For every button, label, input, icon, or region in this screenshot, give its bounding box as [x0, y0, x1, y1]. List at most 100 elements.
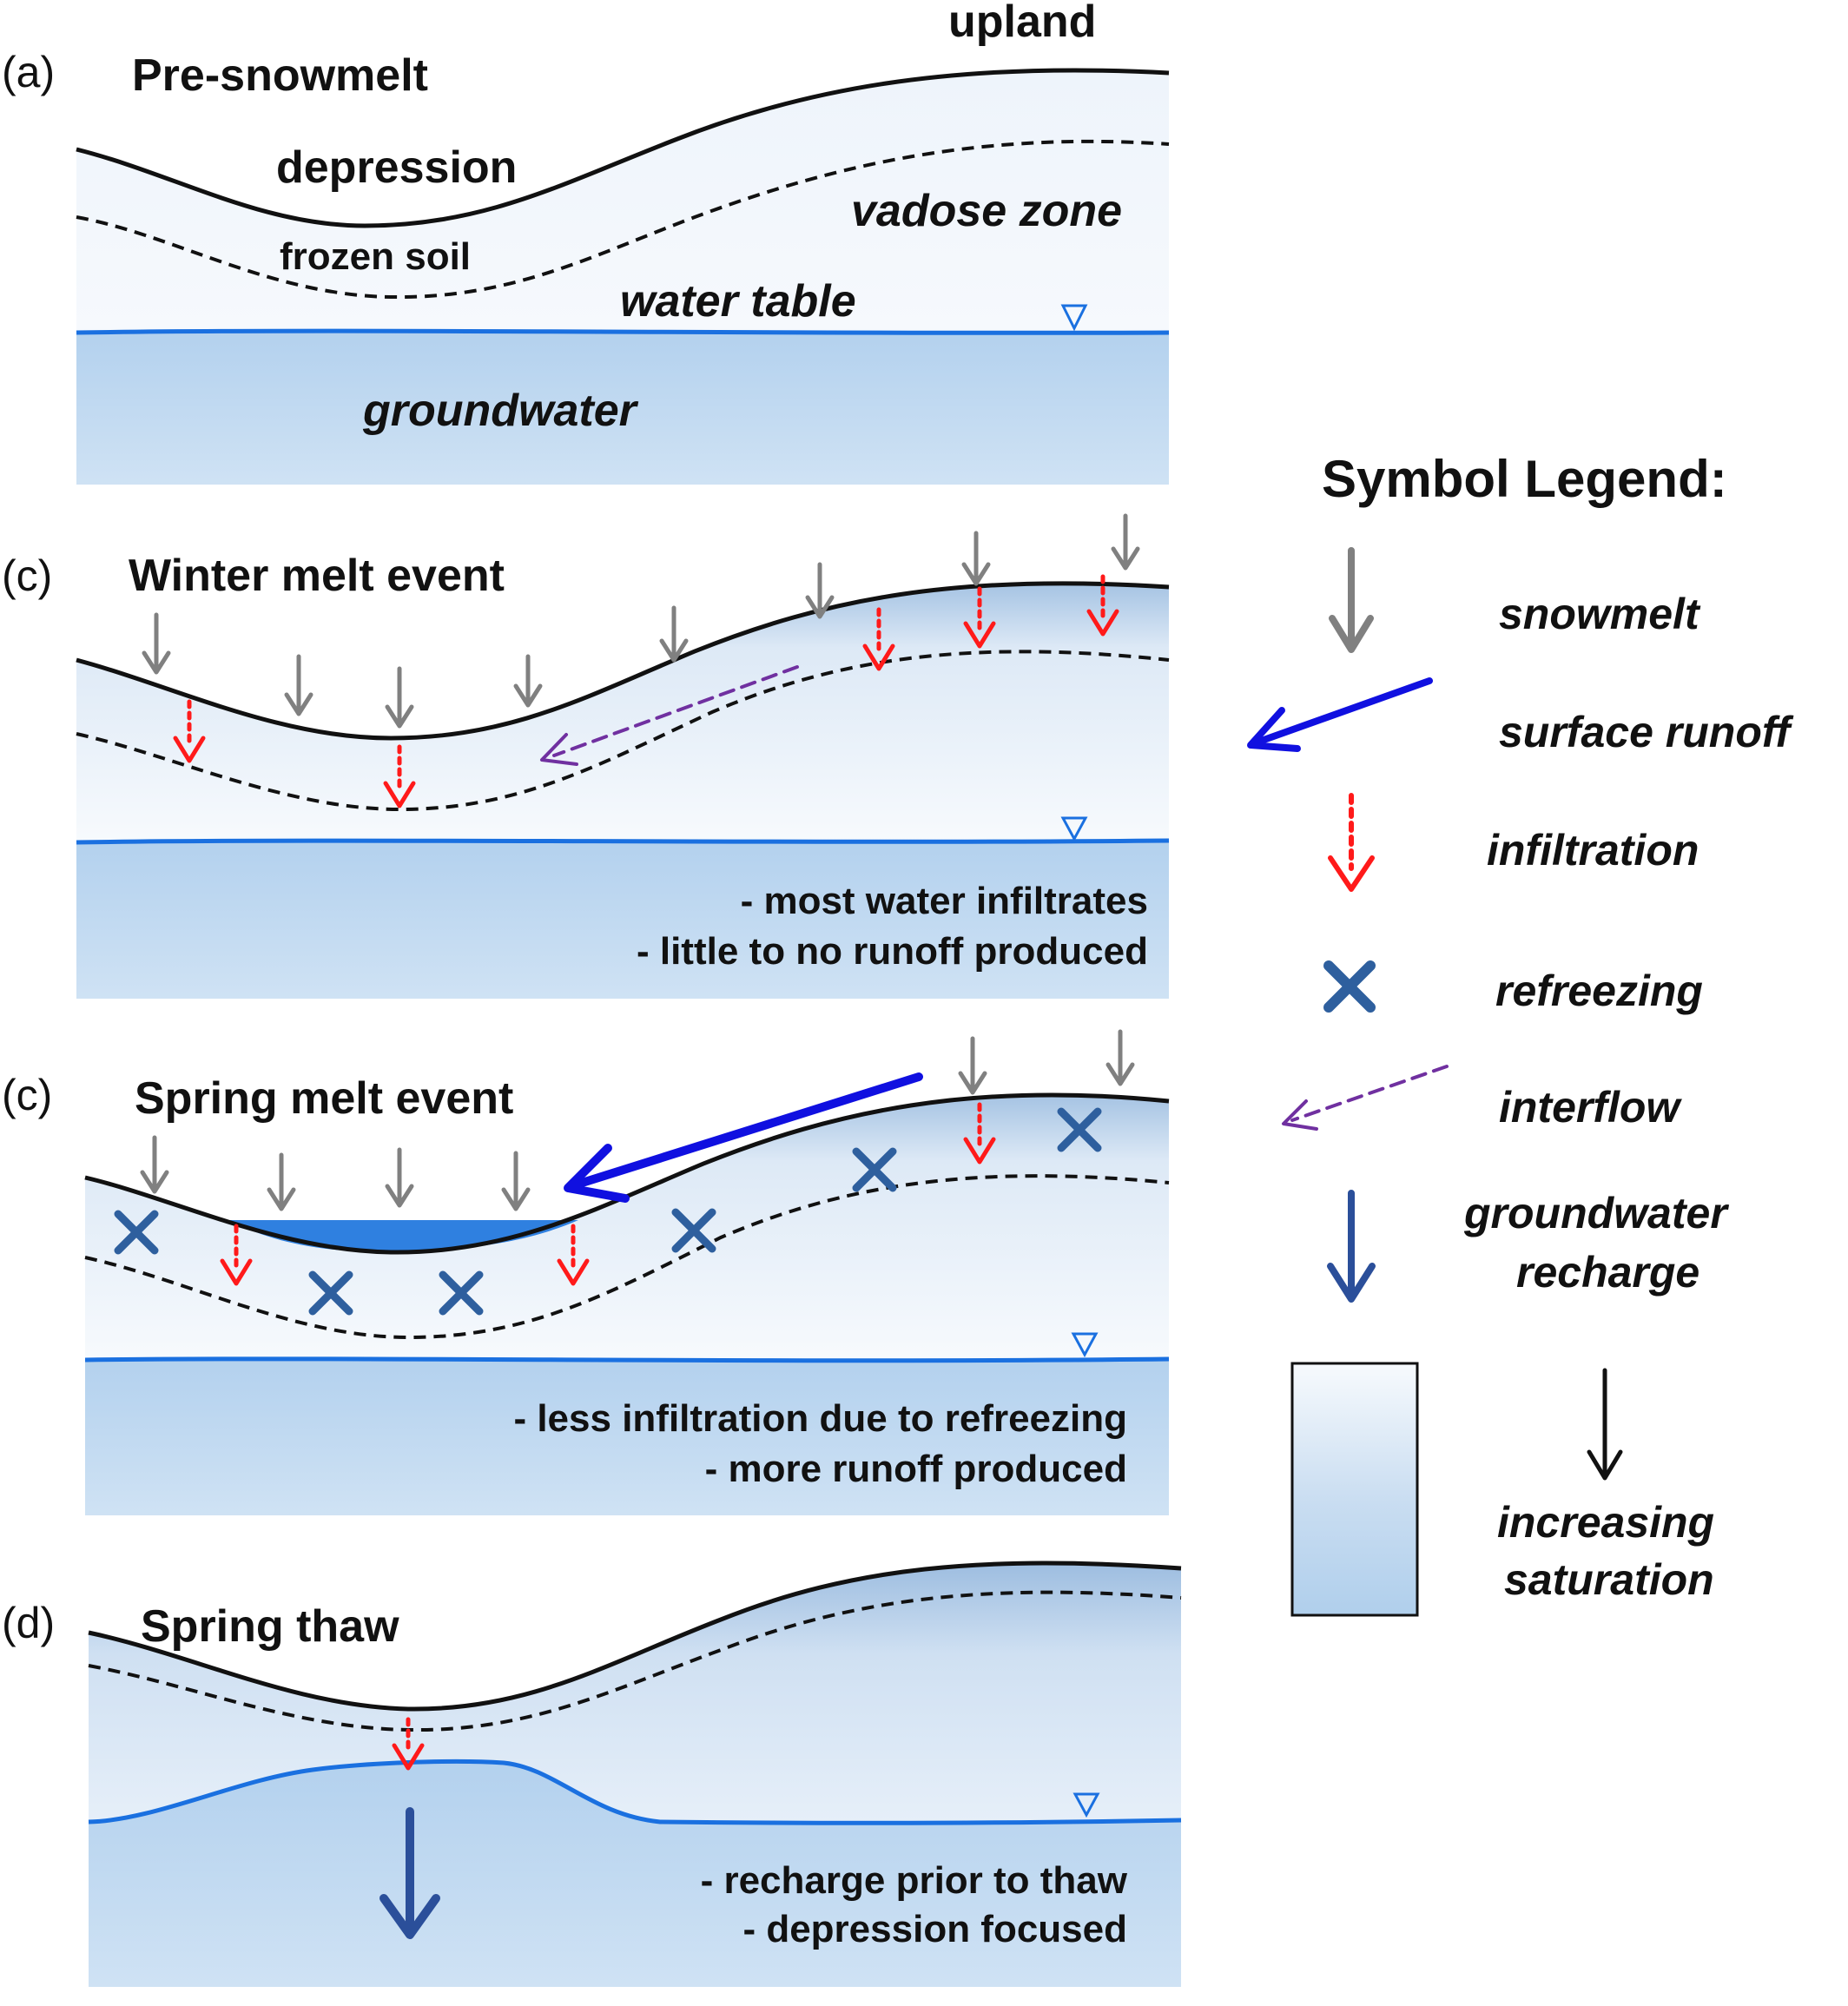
- infiltration-arrow-icon: [557, 1258, 590, 1286]
- legend-saturation-label-2: saturation: [1504, 1555, 1714, 1604]
- refreezing-x-icon: [671, 1208, 716, 1253]
- water-table-symbol-c: [1071, 1332, 1099, 1358]
- snowmelt-arrow-icon: [1106, 1029, 1135, 1086]
- panel-c: (c) Spring melt event - less infiltratio…: [2, 1029, 1170, 1515]
- panel-b-title: Winter melt event: [129, 551, 505, 601]
- water-table-b: [76, 838, 1170, 845]
- snowmelt-arrow-icon: [805, 562, 835, 619]
- refreezing-x-icon: [114, 1210, 159, 1255]
- groundwater-b: [76, 841, 1169, 999]
- water-table-symbol-a: [1060, 304, 1088, 332]
- panel-d-id: (d): [2, 1599, 55, 1647]
- groundwater-d: [89, 1761, 1181, 1987]
- panel-a: (a) Pre-snowmelt upland depression vados…: [2, 0, 1170, 485]
- snowmelt-arrow-icon: [385, 1147, 414, 1208]
- snowmelt-arrow-icon: [1111, 513, 1140, 571]
- surface-runoff-arrow-icon: [1251, 677, 1433, 747]
- legend-recharge-label-1: groundwater: [1463, 1189, 1729, 1237]
- refreezing-x-icon: [308, 1270, 353, 1316]
- groundwater-c: [85, 1358, 1169, 1515]
- legend-infiltration-icon: [1328, 793, 1375, 892]
- legend-surface-runoff-icon: [1247, 677, 1433, 752]
- infiltration-arrow-icon: [862, 643, 895, 671]
- ground-surface-c: [84, 1092, 1170, 1255]
- panel-a-title: Pre-snowmelt: [132, 50, 428, 101]
- snowmelt-arrow-icon: [513, 654, 543, 708]
- infiltration-arrows-b: [173, 574, 1119, 808]
- interflow-arrow-icon: [1282, 1099, 1318, 1131]
- legend-recharge-icon: [1327, 1190, 1376, 1303]
- infiltration-arrow-icon: [392, 1743, 425, 1771]
- recharge-arrow-icon: [1327, 1190, 1376, 1303]
- frozen-soil-boundary-a: [76, 139, 1170, 300]
- panel-d-title: Spring thaw: [141, 1601, 399, 1652]
- recharge-arrow-d: [380, 1807, 440, 1939]
- panel-c-note-2: - more runoff produced: [705, 1448, 1127, 1490]
- interflow-arrow-b: [540, 665, 799, 766]
- depression-label: depression: [276, 142, 517, 193]
- interflow-arrow-icon: [540, 733, 578, 766]
- snowmelt-arrow-icon: [267, 1152, 296, 1211]
- frozen-soil-boundary-b: [76, 650, 1170, 812]
- legend-snowmelt-icon: [1329, 547, 1374, 653]
- water-table-d: [88, 1759, 1182, 1825]
- water-table-symbol-b: [1060, 816, 1088, 842]
- surface-runoff-arrow-icon: [1247, 707, 1301, 752]
- snowmelt-arrow-icon: [958, 1036, 987, 1095]
- ground-surface-d: [88, 1561, 1182, 1712]
- infiltration-arrow-icon: [383, 781, 416, 808]
- recharge-arrow-icon: [380, 1894, 440, 1939]
- upland-label: upland: [948, 0, 1096, 47]
- infiltration-arrow-icon: [963, 1137, 996, 1165]
- panel-d-note-1: - recharge prior to thaw: [701, 1859, 1128, 1902]
- refreezing-x-icon: [1323, 960, 1376, 1013]
- legend-interflow-label: interflow: [1499, 1083, 1682, 1132]
- frozen-soil-boundary-c: [84, 1174, 1170, 1340]
- legend-snowmelt-label: snowmelt: [1499, 590, 1701, 638]
- infiltration-arrow-icon: [173, 736, 206, 763]
- refreezing-x-icon: [439, 1270, 484, 1316]
- symbol-legend: Symbol Legend: snowmelt surface runoff i…: [1247, 450, 1794, 1617]
- panel-c-title: Spring melt event: [135, 1073, 513, 1124]
- water-table-label: water table: [620, 276, 856, 327]
- panel-b: (c) Winter melt event - most water infil…: [2, 513, 1170, 999]
- legend-infiltration-label: infiltration: [1487, 826, 1699, 874]
- legend-saturation-arrow: [1587, 1368, 1623, 1481]
- interflow-arrow-icon: [1290, 1065, 1449, 1122]
- surface-runoff-c: [564, 1072, 923, 1203]
- refreezing-marks-c: [114, 1107, 1102, 1316]
- infiltration-arrows-c: [220, 1102, 996, 1286]
- panel-b-note-1: - most water infiltrates: [741, 880, 1148, 922]
- water-table-a: [76, 328, 1170, 335]
- ground-surface-a: [76, 68, 1170, 228]
- legend-saturation-box: [1290, 1362, 1419, 1617]
- panel-d: (d) Spring thaw - recharge prior to thaw…: [2, 1561, 1182, 1987]
- snowmelt-arrow-icon: [142, 612, 171, 675]
- water-table-symbol-d: [1072, 1792, 1100, 1818]
- legend-interflow-icon: [1282, 1065, 1449, 1131]
- snowmelt-arrow-icon: [501, 1151, 531, 1211]
- snowmelt-arrows-b: [142, 513, 1140, 729]
- surface-runoff-arrow-icon: [572, 1072, 923, 1189]
- panel-b-note-2: - little to no runoff produced: [637, 930, 1148, 973]
- refreezing-x-icon: [1057, 1107, 1102, 1152]
- panel-a-id: (a): [2, 48, 55, 96]
- snowmelt-arrow-icon: [385, 666, 414, 729]
- vadose-zone-d: [89, 1563, 1181, 1822]
- snowmelt-arrow-icon: [284, 654, 314, 716]
- groundwater-label: groundwater: [362, 386, 639, 436]
- legend-surface-runoff-label: surface runoff: [1499, 708, 1794, 756]
- water-table-c: [84, 1356, 1170, 1363]
- vadose-zone-c: [85, 1094, 1169, 1359]
- legend-refreezing-label: refreezing: [1495, 967, 1703, 1015]
- interflow-arrow-icon: [552, 665, 799, 757]
- infiltration-arrow-icon: [220, 1258, 253, 1286]
- snowmelt-arrow-icon: [140, 1135, 169, 1194]
- legend-saturation-label-1: increasing: [1497, 1498, 1714, 1547]
- infiltration-arrow-d: [392, 1717, 425, 1771]
- legend-title: Symbol Legend:: [1322, 450, 1727, 508]
- surface-runoff-arrow-icon: [564, 1144, 630, 1203]
- legend-refreezing-icon: [1323, 960, 1376, 1013]
- vadose-zone-label: vadose zone: [851, 186, 1122, 236]
